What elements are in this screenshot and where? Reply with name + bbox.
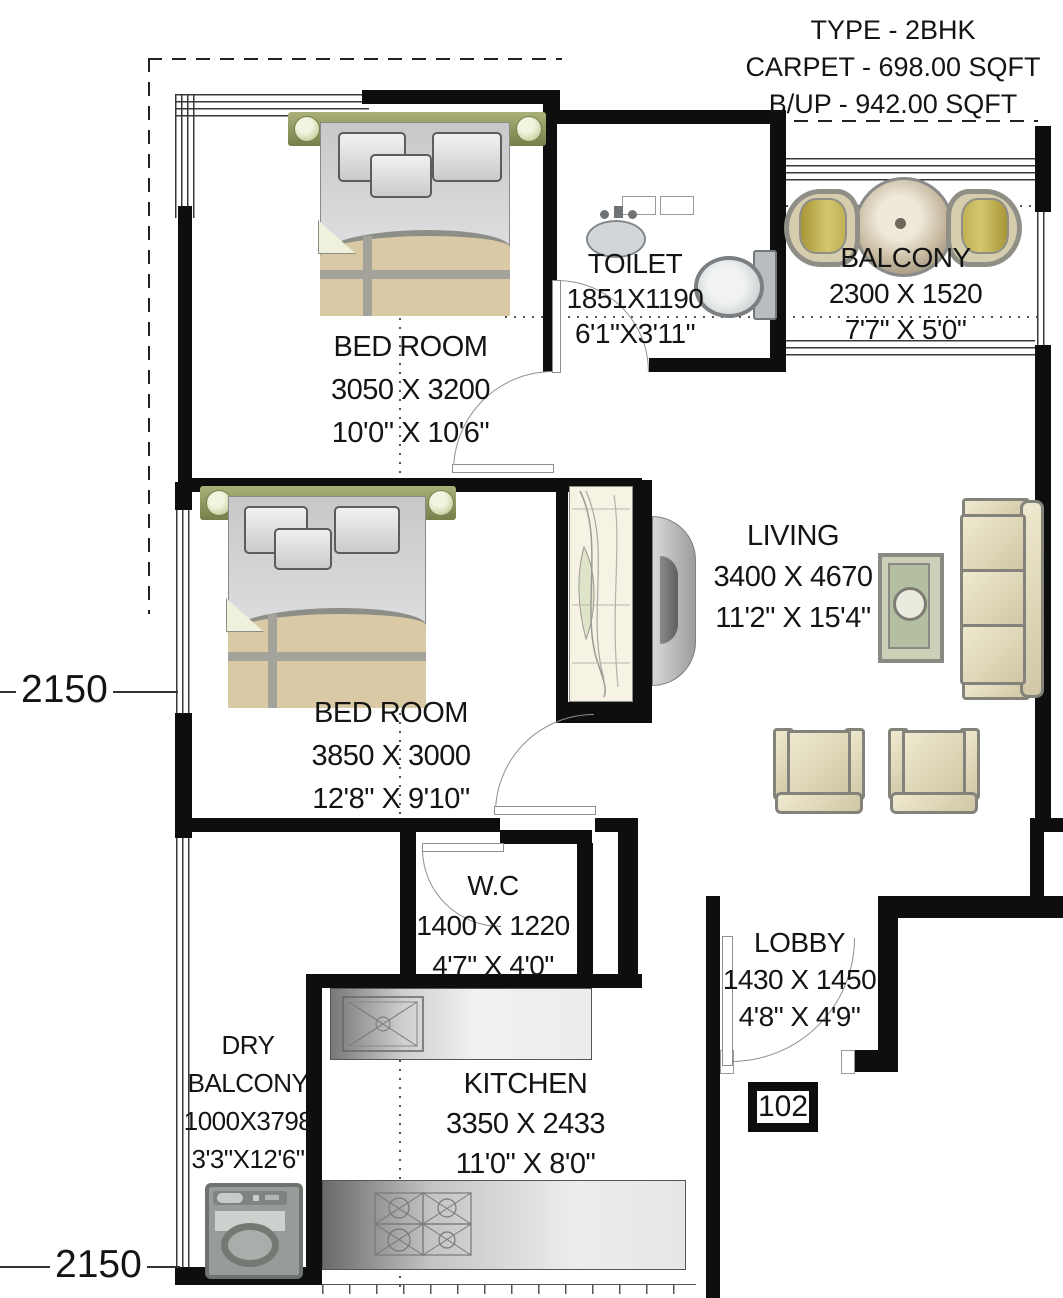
balcony-chair (946, 189, 1022, 267)
wall-segment (556, 480, 568, 722)
projection-dashed-line (148, 58, 150, 614)
wall-segment (770, 110, 786, 372)
wall-segment (500, 830, 592, 844)
entrance-door-leaf (722, 936, 733, 1066)
bedside-knob-icon (294, 116, 320, 142)
balcony-chair (784, 189, 860, 267)
wall-segment (706, 896, 720, 1298)
armchair (888, 722, 980, 814)
wall-segment (649, 358, 786, 372)
room-label-toilet: TOILET 1851X1190 6'1"X3'11" (566, 248, 704, 349)
armchair (773, 722, 865, 814)
wall-segment (631, 480, 652, 723)
door-leaf (452, 464, 554, 473)
door-leaf (552, 280, 561, 373)
washing-machine (205, 1183, 303, 1279)
projection-dashed-line (148, 58, 562, 60)
wall-segment (178, 206, 192, 482)
door-leaf (494, 806, 596, 815)
balcony-table-center (895, 218, 906, 229)
window-band (176, 508, 192, 713)
wall-segment (175, 820, 192, 838)
blanket (320, 230, 510, 316)
room-label-kitchen: KITCHEN 3350 X 2433 11'0" X 8'0" (446, 1068, 605, 1180)
coffee-table (878, 553, 944, 663)
wall-segment (853, 1050, 898, 1072)
room-label-bedroom1: BED ROOM 3050 X 3200 10'0" X 10'6" (331, 331, 490, 449)
window-band (175, 94, 199, 218)
kitchen-sink (342, 996, 424, 1052)
wall-segment (878, 896, 1063, 918)
faucet-icon (600, 210, 609, 219)
wall-segment (577, 843, 593, 988)
wall-segment (618, 830, 638, 986)
title-type: TYPE - 2BHK (810, 15, 976, 45)
wall-segment (175, 482, 192, 510)
wall-segment (400, 830, 416, 988)
blanket (228, 608, 426, 708)
door-leaf (422, 843, 504, 852)
kitchen-counter (330, 988, 592, 1060)
room-label-lobby: LOBBY 1430 X 1450 4'8" X 4'9" (722, 927, 877, 1032)
wall-segment (318, 974, 642, 988)
kitchen-sill (322, 1284, 696, 1294)
sofa (958, 498, 1044, 700)
title-carpet-area: CARPET - 698.00 SQFT (745, 52, 1041, 82)
vent-window (660, 196, 694, 215)
unit-number-box: 102 (748, 1082, 818, 1132)
wardrobe (569, 486, 633, 702)
wall-segment (175, 713, 192, 820)
sliding-window-band (786, 340, 1035, 358)
wall-segment (878, 896, 898, 1056)
window-band (176, 838, 192, 1267)
centerline (399, 988, 401, 1290)
wall-segment (546, 110, 786, 124)
double-bed (226, 496, 426, 708)
door-jamb (841, 1050, 855, 1074)
room-label-dry-balcony: DRY BALCONY 1000X3798 3'3"X12'6" (183, 1030, 313, 1174)
bedside-knob-icon (516, 116, 542, 142)
room-label-wc: W.C 1400 X 1220 4'7" X 4'0" (416, 870, 570, 981)
centerline (399, 300, 401, 480)
wall-segment (1035, 126, 1051, 212)
tv-screen (660, 556, 678, 644)
wall-segment (595, 818, 638, 832)
unit-number: 102 (757, 1090, 809, 1123)
double-bed (318, 122, 510, 316)
wall-segment (422, 818, 500, 832)
room-label-balcony: BALCONY 2300 X 1520 7'7" X 5'0" (828, 242, 983, 345)
wash-basin (586, 220, 646, 258)
wall-segment (1030, 818, 1044, 906)
dimension-label: 2150 (16, 668, 113, 712)
room-label-living: LIVING 3400 X 4670 11'2" X 15'4" (713, 520, 873, 634)
faucet-icon (628, 210, 637, 219)
window-band (1037, 212, 1049, 345)
title-builtup-area: B/UP - 942.00 SQFT (768, 89, 1018, 119)
vent-window (622, 196, 656, 215)
bedside-knob-icon (206, 490, 232, 516)
bedside-knob-icon (428, 490, 454, 516)
wall-segment (306, 974, 322, 1269)
stove (374, 1192, 472, 1256)
toilet-bowl (694, 256, 764, 318)
faucet-icon (614, 206, 623, 218)
wall-segment (362, 90, 560, 104)
title-block: TYPE - 2BHK CARPET - 698.00 SQFT B/UP - … (740, 12, 1046, 123)
dimension-label: 2150 (50, 1243, 147, 1287)
wall-segment (178, 818, 422, 832)
projection-dashed-line (770, 120, 1038, 122)
room-label-bedroom2: BED ROOM 3850 X 3000 12'8" X 9'10" (311, 697, 471, 815)
